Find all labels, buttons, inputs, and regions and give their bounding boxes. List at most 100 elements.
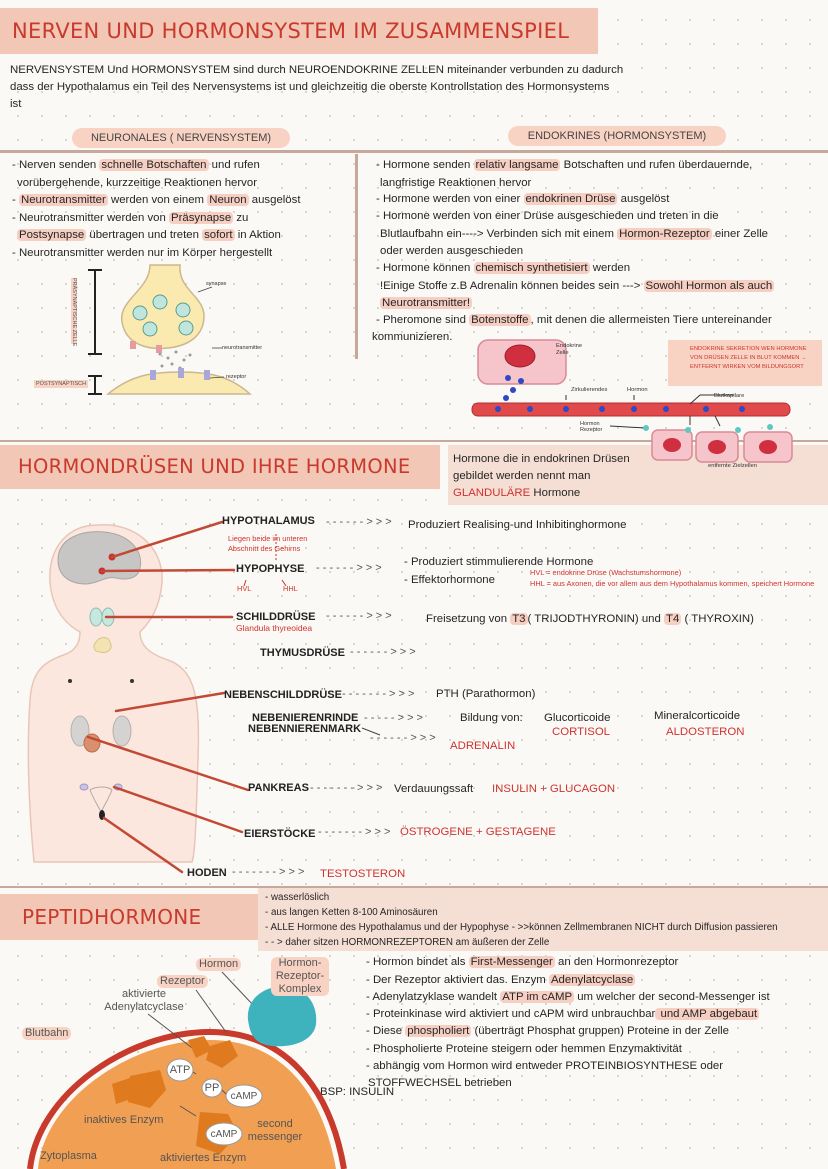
process-line-6: - Phospholierte Proteine steigern oder h… xyxy=(366,1043,682,1055)
neuronal-line-2: vorübergehende, kurzzeitige Reaktionen h… xyxy=(17,177,257,189)
inactive-enzyme-diagram-label: inaktives Enzym xyxy=(84,1114,164,1126)
camp-diagram-label-2: cAMP xyxy=(210,1129,238,1140)
process-line-3: - Adenylatzyklase wandelt ATP im cAMP um… xyxy=(366,991,770,1003)
cytoplasm-diagram-label: Zytoplasma xyxy=(40,1150,97,1162)
nnr-text: Bildung von: xyxy=(460,712,523,724)
neuronal-line-4: - Neurotransmitter werden von Präsynapse… xyxy=(12,212,249,224)
testis-icon xyxy=(99,810,105,820)
channel-icon xyxy=(130,341,162,353)
hormone-receptor-label: Hormon Rezeptor xyxy=(580,421,603,433)
kidney-adrenal-icon xyxy=(70,715,132,747)
endokrin-line-11: kommunizieren. xyxy=(372,331,453,343)
nebenschild-text: PTH (Parathormon) xyxy=(436,688,536,700)
hypothalamus-note: Liegen beide im unteren Abschnitt des Ge… xyxy=(228,534,308,553)
schilddruese-arrow: - - - - - - > > > xyxy=(326,610,392,622)
presynaptic-bracket-icon xyxy=(88,269,102,395)
schilddruese-text: Freisetzung von T3( TRIJODTHYRONIN) und … xyxy=(426,613,754,625)
section3-title: PEPTIDHORMONE xyxy=(22,905,202,929)
neurotransmitter-dots-icon xyxy=(158,350,192,370)
adenylatcyclase-icon xyxy=(188,1036,238,1068)
endokrin-line-5: Blutlaufbahn ein----> Verbinden sich mit… xyxy=(380,228,769,240)
hoden-arrow: - - - - - - - > > > xyxy=(232,866,305,878)
process-line-8: STOFFWECHSEL betrieben xyxy=(368,1077,512,1089)
hhl-label: HHL xyxy=(283,584,298,593)
hhl-note: HHL = aus Axonen, die vor allem aus dem … xyxy=(530,579,815,588)
endokrin-line-8: !Einige Stoffe z.B Adrenalin können beid… xyxy=(380,280,775,292)
pp-diagram-label: PP xyxy=(204,1082,220,1094)
schilddruese-label: SCHILDDRÜSE xyxy=(236,611,316,623)
hypophyse-text-1: - Produziert stimmulierende Hormone xyxy=(404,556,594,568)
schilddruese-subtitle: Glandula thyreoidea xyxy=(236,623,313,633)
nucleus-icon xyxy=(504,344,536,368)
hypophyse-label: HYPOPHYSE xyxy=(236,563,305,575)
endokrin-line-3: - Hormone werden von einer endokrinen Dr… xyxy=(376,193,670,205)
process-line-1: - Hormon bindet als First-Messenger an d… xyxy=(366,956,679,968)
endocrine-cell-label: Endokrine Zelle xyxy=(556,343,583,356)
neuronal-line-5: Postsynapse übertragen und treten sofort… xyxy=(17,229,281,241)
complex-diagram-label: Hormon- Rezeptor- Komplex xyxy=(271,957,329,996)
aldosteron: ALDOSTERON xyxy=(666,726,745,738)
blood-stream-diagram-label: Blutbahn xyxy=(22,1027,72,1040)
atp-diagram-label: ATP xyxy=(169,1064,191,1076)
nnm-arrow: - - - - - - > > > xyxy=(370,732,436,744)
neurotransmitter-label: neurotransmitter xyxy=(222,345,263,351)
hormone-label: Hormon xyxy=(627,387,648,393)
mineralcorticoide: Mineralcorticoide xyxy=(654,710,741,722)
hoden-label: HODEN xyxy=(187,867,227,879)
uterus-icon xyxy=(89,786,113,814)
synapse-label: synapse xyxy=(206,281,227,287)
blood-capillary-label: Blutkapilare xyxy=(714,393,745,399)
endokrin-line-9: Neurotransmitter! xyxy=(380,297,472,309)
target-cells-label: entfernte Zielzellen xyxy=(708,463,757,469)
endokrin-line-6: oder werden ausgeschieden xyxy=(380,245,524,257)
ovary-icon xyxy=(79,783,123,791)
presynaptic-label: PRÄSYNAPTISCHE ZELLE xyxy=(71,278,77,347)
vesicle-icon xyxy=(132,294,194,337)
hvl-label: HVL xyxy=(237,584,252,593)
section2-side-note: Hormone die in endokrinen Drüsen gebilde… xyxy=(453,453,630,499)
thymus-label: THYMUSDRÜSE xyxy=(260,647,345,659)
cortisol: CORTISOL xyxy=(552,726,611,738)
eierstoecke-arrow: - - - - - - - > > > xyxy=(318,826,391,838)
nipple-left-icon xyxy=(68,679,72,683)
hypophyse-arrow: - - - - - - > > > xyxy=(316,562,382,574)
process-line-2: - Der Rezeptor aktiviert das. Enzym Aden… xyxy=(366,974,636,986)
eierstoecke-hormones: ÖSTROGENE + GESTAGENE xyxy=(400,826,556,838)
intro-line-3: ist xyxy=(10,98,22,110)
pankreas-arrow: - - - - - - - > > > xyxy=(310,782,383,794)
neuronal-line-6: - Neurotransmitter werden nur im Körper … xyxy=(12,247,273,259)
neuronal-header: NEURONALES ( NERVENSYSTEM) xyxy=(72,128,290,148)
intro-line-1: NERVENSYSTEM Und HORMONSYSTEM sind durch… xyxy=(10,64,624,76)
nnr-label: NEBENIERENRINDE xyxy=(252,712,359,724)
section3-bullets-band xyxy=(258,888,828,951)
peptid-bullet-3: - ALLE Hormone des Hypothalamus und der … xyxy=(265,922,778,933)
peptid-bullet-1: - wasserlöslich xyxy=(265,892,330,903)
adrenalin: ADRENALIN xyxy=(450,740,516,752)
process-line-7: - abhängig vom Hormon wird entweder PROT… xyxy=(366,1060,724,1072)
receptor-label: rezeptor xyxy=(226,374,247,380)
section-divider-1 xyxy=(0,150,828,153)
endokrin-line-10: - Pheromone sind Botenstoffe, mit denen … xyxy=(376,314,772,326)
brain-icon xyxy=(57,531,142,585)
camp-diagram-label-1: cAMP xyxy=(230,1091,258,1102)
column-divider xyxy=(355,154,358,359)
section-divider-3 xyxy=(0,886,828,888)
thymus-icon xyxy=(93,637,112,653)
hormone-diagram-label: Hormon xyxy=(196,958,242,971)
endokrin-line-1: - Hormone senden relativ langsame Botsch… xyxy=(376,159,753,171)
eierstoecke-label: EIERSTÖCKE xyxy=(244,828,316,840)
page-title: NERVEN UND HORMONSYSTEM IM ZUSAMMENSPIEL xyxy=(12,19,570,43)
nnr-arrow: - - - - - > > > xyxy=(364,712,423,724)
pankreas-label: PANKREAS xyxy=(248,782,309,794)
inactive-enzyme-icon xyxy=(112,1070,166,1108)
hypothalamus-text: Produziert Realising-und Inhibitinghormo… xyxy=(408,519,627,531)
hypothalamus-arrow: - - - - - - > > > xyxy=(326,516,392,528)
section2-title: HORMONDRÜSEN UND IHRE HORMONE xyxy=(18,455,411,478)
receptor-diagram-label: Rezeptor xyxy=(157,975,208,988)
pankreas-text: Verdauungssaft xyxy=(394,783,474,795)
thymus-arrow: - - - - - - > > > xyxy=(350,646,416,658)
blood-vessel-icon xyxy=(471,402,791,417)
nnm-label: NEBENNIERENMARK xyxy=(248,723,362,735)
body-outline-icon xyxy=(27,524,200,863)
intro-line-2: dass der Hypothalamus ein Teil des Nerve… xyxy=(10,81,610,93)
